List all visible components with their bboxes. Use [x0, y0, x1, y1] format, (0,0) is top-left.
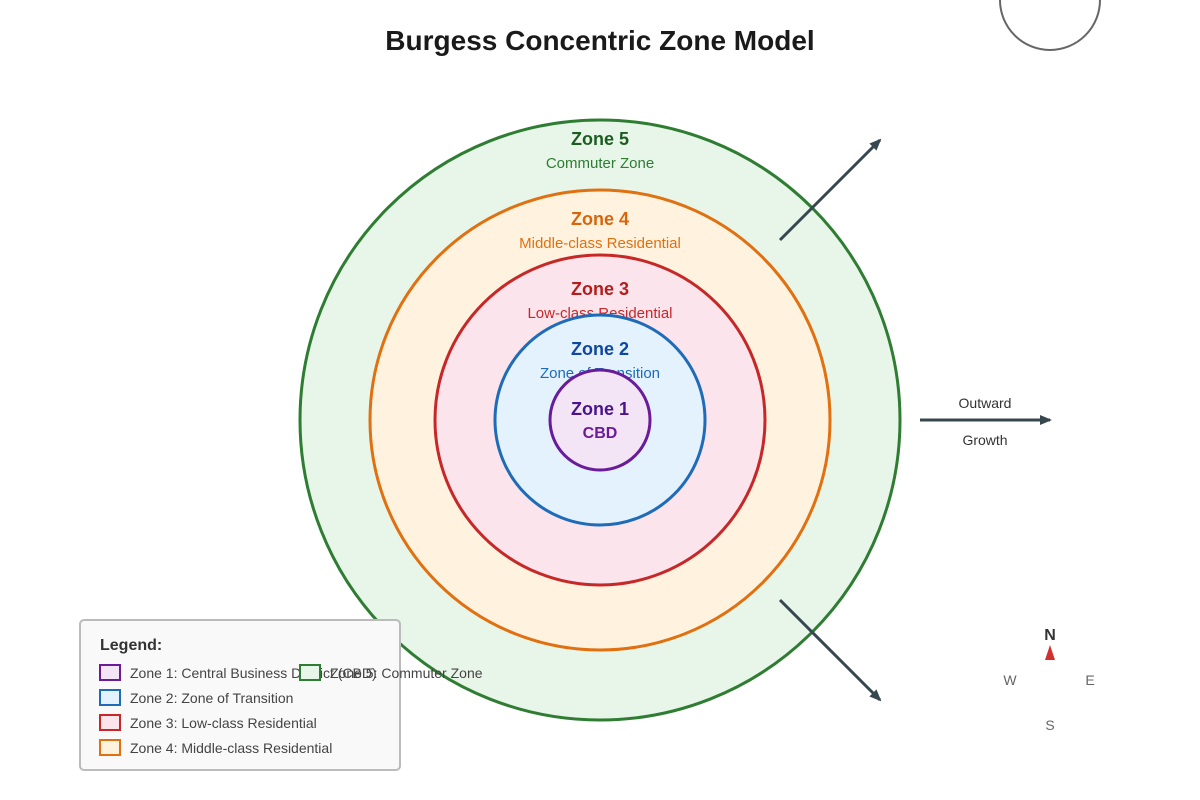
legend-swatch-zone-2: [99, 689, 121, 706]
zone-1-desc: CBD: [583, 425, 618, 442]
legend: Legend: Zone 1: Central Business Distric…: [79, 619, 483, 771]
zone-4-name: Zone 4: [571, 209, 629, 229]
compass-rose: N W E S: [1003, 627, 1094, 733]
legend-swatch-zone-5: [299, 664, 321, 681]
legend-swatch-zone-4: [99, 739, 121, 756]
legend-label-zone-2: Zone 2: Zone of Transition: [130, 690, 293, 706]
zone-5-name: Zone 5: [571, 129, 629, 149]
zone-4-desc: Middle-class Residential: [519, 235, 681, 252]
growth-label-line1: Outward: [959, 395, 1012, 411]
page-title: Burgess Concentric Zone Model: [385, 25, 814, 56]
compass-west-label: W: [1003, 672, 1017, 688]
legend-swatch-zone-3: [99, 714, 121, 731]
growth-arrow-southeast: [778, 598, 882, 702]
legend-label-zone-3: Zone 3: Low-class Residential: [130, 715, 317, 731]
zone-3-name: Zone 3: [571, 279, 629, 299]
legend-label-zone-5: Zone 5: Commuter Zone: [330, 665, 483, 681]
compass-needle-icon: [1045, 645, 1055, 660]
legend-swatch-zone-1: [99, 664, 121, 681]
zone-1-ring: [548, 368, 652, 472]
compass-east-label: E: [1085, 672, 1094, 688]
legend-label-zone-4: Zone 4: Middle-class Residential: [130, 740, 332, 756]
decorative-circle: [999, 0, 1101, 51]
legend-title: Legend:: [100, 637, 162, 654]
zone-2-name: Zone 2: [571, 339, 629, 359]
growth-label-line2: Growth: [962, 432, 1007, 448]
compass-north-label: N: [1044, 627, 1056, 644]
zone-5-desc: Commuter Zone: [546, 155, 654, 172]
zone-1-name: Zone 1: [571, 399, 629, 419]
compass-south-label: S: [1045, 717, 1054, 733]
growth-arrow-northeast: [778, 138, 882, 242]
legend-box: [79, 619, 401, 771]
